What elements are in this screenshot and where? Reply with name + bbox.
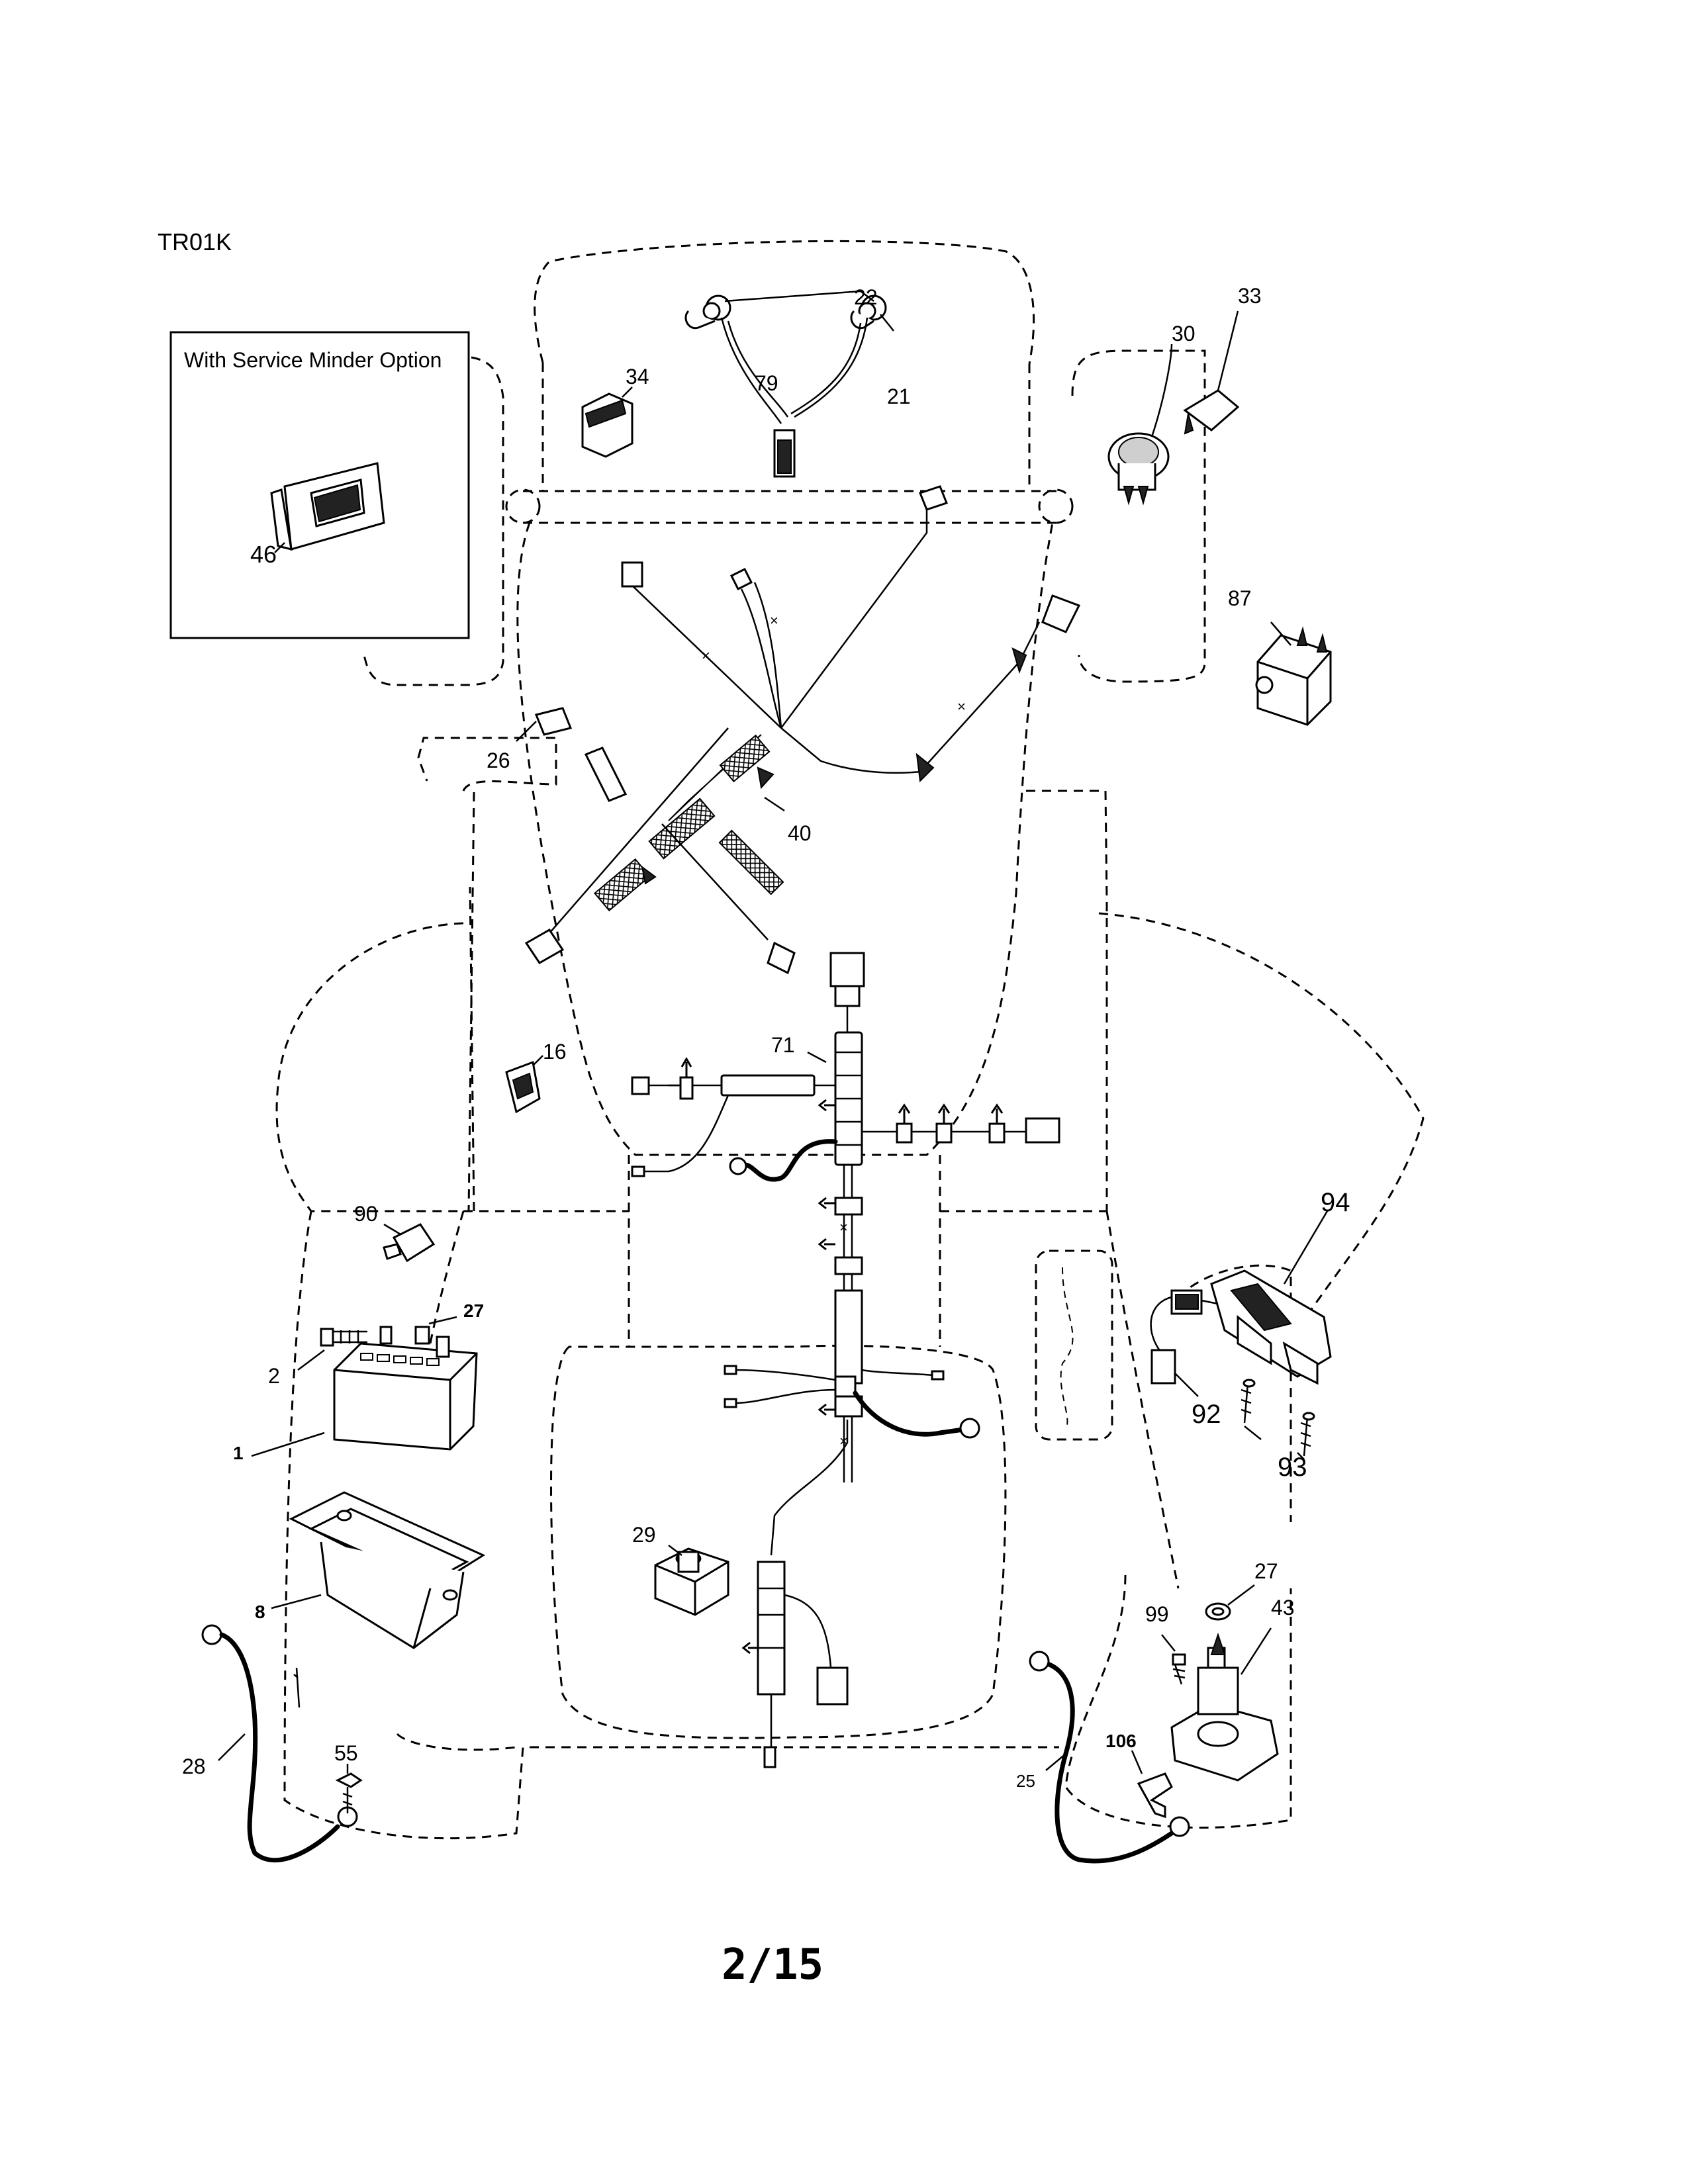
callout-92: 92	[1192, 1400, 1221, 1429]
callout-30: 30	[1172, 322, 1196, 345]
cable-clip	[1131, 1750, 1173, 1819]
callout-26: 26	[487, 749, 510, 772]
seat-switch-harness	[1150, 1289, 1219, 1397]
svg-text:×: ×	[702, 647, 710, 664]
callout-90: 90	[354, 1202, 378, 1226]
callout-29: 29	[632, 1523, 656, 1547]
battery-tray	[271, 1491, 486, 1649]
negative-cable	[201, 1624, 358, 1863]
battery-bolt	[297, 1328, 367, 1371]
wire-harness: × × ×	[524, 485, 1081, 975]
callout-22: 22	[854, 285, 878, 309]
cable-tie	[293, 1667, 301, 1708]
battery	[251, 1326, 478, 1457]
hour-meter	[654, 1545, 729, 1616]
callout-106: 106	[1105, 1731, 1137, 1751]
callout-71: 71	[771, 1033, 795, 1057]
callout-2: 2	[268, 1364, 280, 1388]
svg-text:×: ×	[839, 1219, 848, 1236]
svg-text:×: ×	[957, 698, 966, 715]
callout-55: 55	[334, 1741, 358, 1765]
positive-cable	[1029, 1651, 1190, 1864]
ignition-key	[383, 1223, 436, 1263]
callout-8: 8	[255, 1602, 265, 1622]
callout-46: 46	[250, 541, 277, 568]
headlight-harness	[684, 290, 894, 478]
callout-25: 25	[1016, 1771, 1035, 1791]
service-minder-option-box: With Service Minder Option	[169, 331, 470, 639]
callout-27b: 27	[1254, 1559, 1278, 1583]
seat-switch	[1210, 1210, 1332, 1385]
diagram-code: TR01K	[158, 228, 232, 255]
callout-28: 28	[182, 1754, 206, 1778]
ignition-switch	[1107, 343, 1173, 506]
pto-switch	[505, 1055, 543, 1114]
fuse	[1183, 310, 1240, 435]
callout-40: 40	[788, 821, 812, 845]
starter-relay	[1255, 621, 1332, 726]
callout-16: 16	[543, 1040, 567, 1064]
tractor-outline	[275, 240, 1425, 1840]
callout-1: 1	[233, 1443, 244, 1463]
callout-33: 33	[1238, 284, 1262, 308]
callout-43: 43	[1271, 1596, 1295, 1619]
option-box-title: With Service Minder Option	[184, 348, 442, 372]
light-switch	[581, 387, 633, 458]
callout-79: 79	[755, 371, 778, 395]
callout-99: 99	[1145, 1602, 1169, 1626]
seat-switch-screws	[1241, 1379, 1315, 1460]
callout-labels: 46 34 22 79 21 33 30 87 26 40 71 16 90 9…	[182, 284, 1350, 1791]
starter-solenoid	[1170, 1627, 1279, 1782]
solenoid-nut	[1205, 1584, 1255, 1621]
callout-34: 34	[626, 365, 649, 388]
solenoid-bolt	[1161, 1634, 1186, 1685]
callout-27a: 27	[463, 1300, 484, 1321]
callout-93: 93	[1278, 1453, 1307, 1482]
wire-clip	[516, 707, 573, 742]
page-number: 2/15	[722, 1940, 823, 1989]
rear-wire-harness: × ×	[631, 952, 1060, 1768]
svg-text:×: ×	[770, 612, 778, 629]
ground-screw	[335, 1764, 363, 1813]
callout-87: 87	[1228, 586, 1252, 610]
callout-21: 21	[887, 385, 911, 408]
service-minder-display	[270, 462, 385, 553]
battery-nut	[414, 1316, 457, 1345]
callout-94: 94	[1321, 1188, 1350, 1217]
